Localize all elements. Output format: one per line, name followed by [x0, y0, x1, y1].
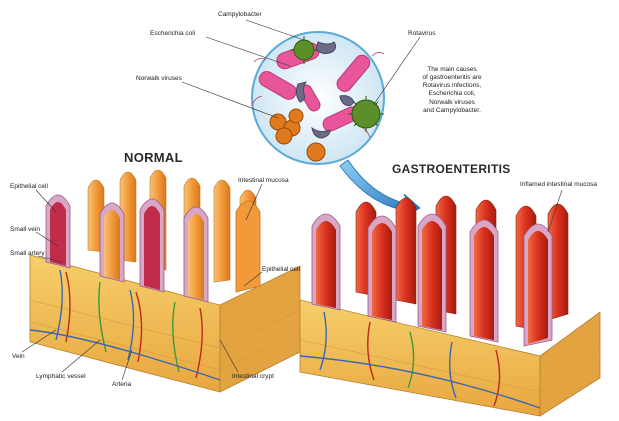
- label-vein: Vein: [12, 354, 25, 361]
- label-arteria: Arteria: [112, 382, 131, 389]
- label-epithelial-cell-right: Epithelial cell: [262, 267, 300, 274]
- causes-note: The main causes of gastroenteritis are R…: [404, 66, 500, 115]
- causes-note-line: and Campylobacter.: [404, 107, 500, 115]
- causes-note-line: Rotavirus infections,: [404, 82, 500, 90]
- normal-tissue-block: [30, 170, 300, 392]
- causes-note-line: of gastroenteritis are: [404, 74, 500, 82]
- label-inflamed-mucosa: Inflamed intestinal mucosa: [520, 182, 597, 189]
- label-intestinal-crypt: Intestinal crypt: [232, 374, 274, 381]
- label-intestinal-mucosa: Intestinal mucosa: [238, 178, 289, 185]
- label-epithelial-cell-top: Epithelial cell: [10, 184, 48, 191]
- label-rotavirus: Rotavirus: [408, 31, 435, 38]
- label-small-vein: Small vein: [10, 227, 40, 234]
- causes-note-line: Escherichia coli,: [404, 90, 500, 98]
- label-norwalk: Norwalk viruses: [136, 76, 182, 83]
- gastro-tissue-block: [300, 196, 600, 416]
- gastro-title: GASTROENTERITIS: [392, 162, 511, 176]
- label-ecoli: Escherichia coli: [150, 31, 195, 38]
- causes-note-line: Norwalk viruses: [404, 99, 500, 107]
- causes-note-line: The main causes: [404, 66, 500, 74]
- label-small-artery: Small artery: [10, 251, 45, 258]
- label-campylobacter: Campylobacter: [218, 12, 262, 19]
- label-lymphatic-vessel: Lymphatic vessel: [36, 374, 86, 381]
- pathogen-circle: [252, 32, 384, 164]
- normal-title: NORMAL: [124, 150, 183, 165]
